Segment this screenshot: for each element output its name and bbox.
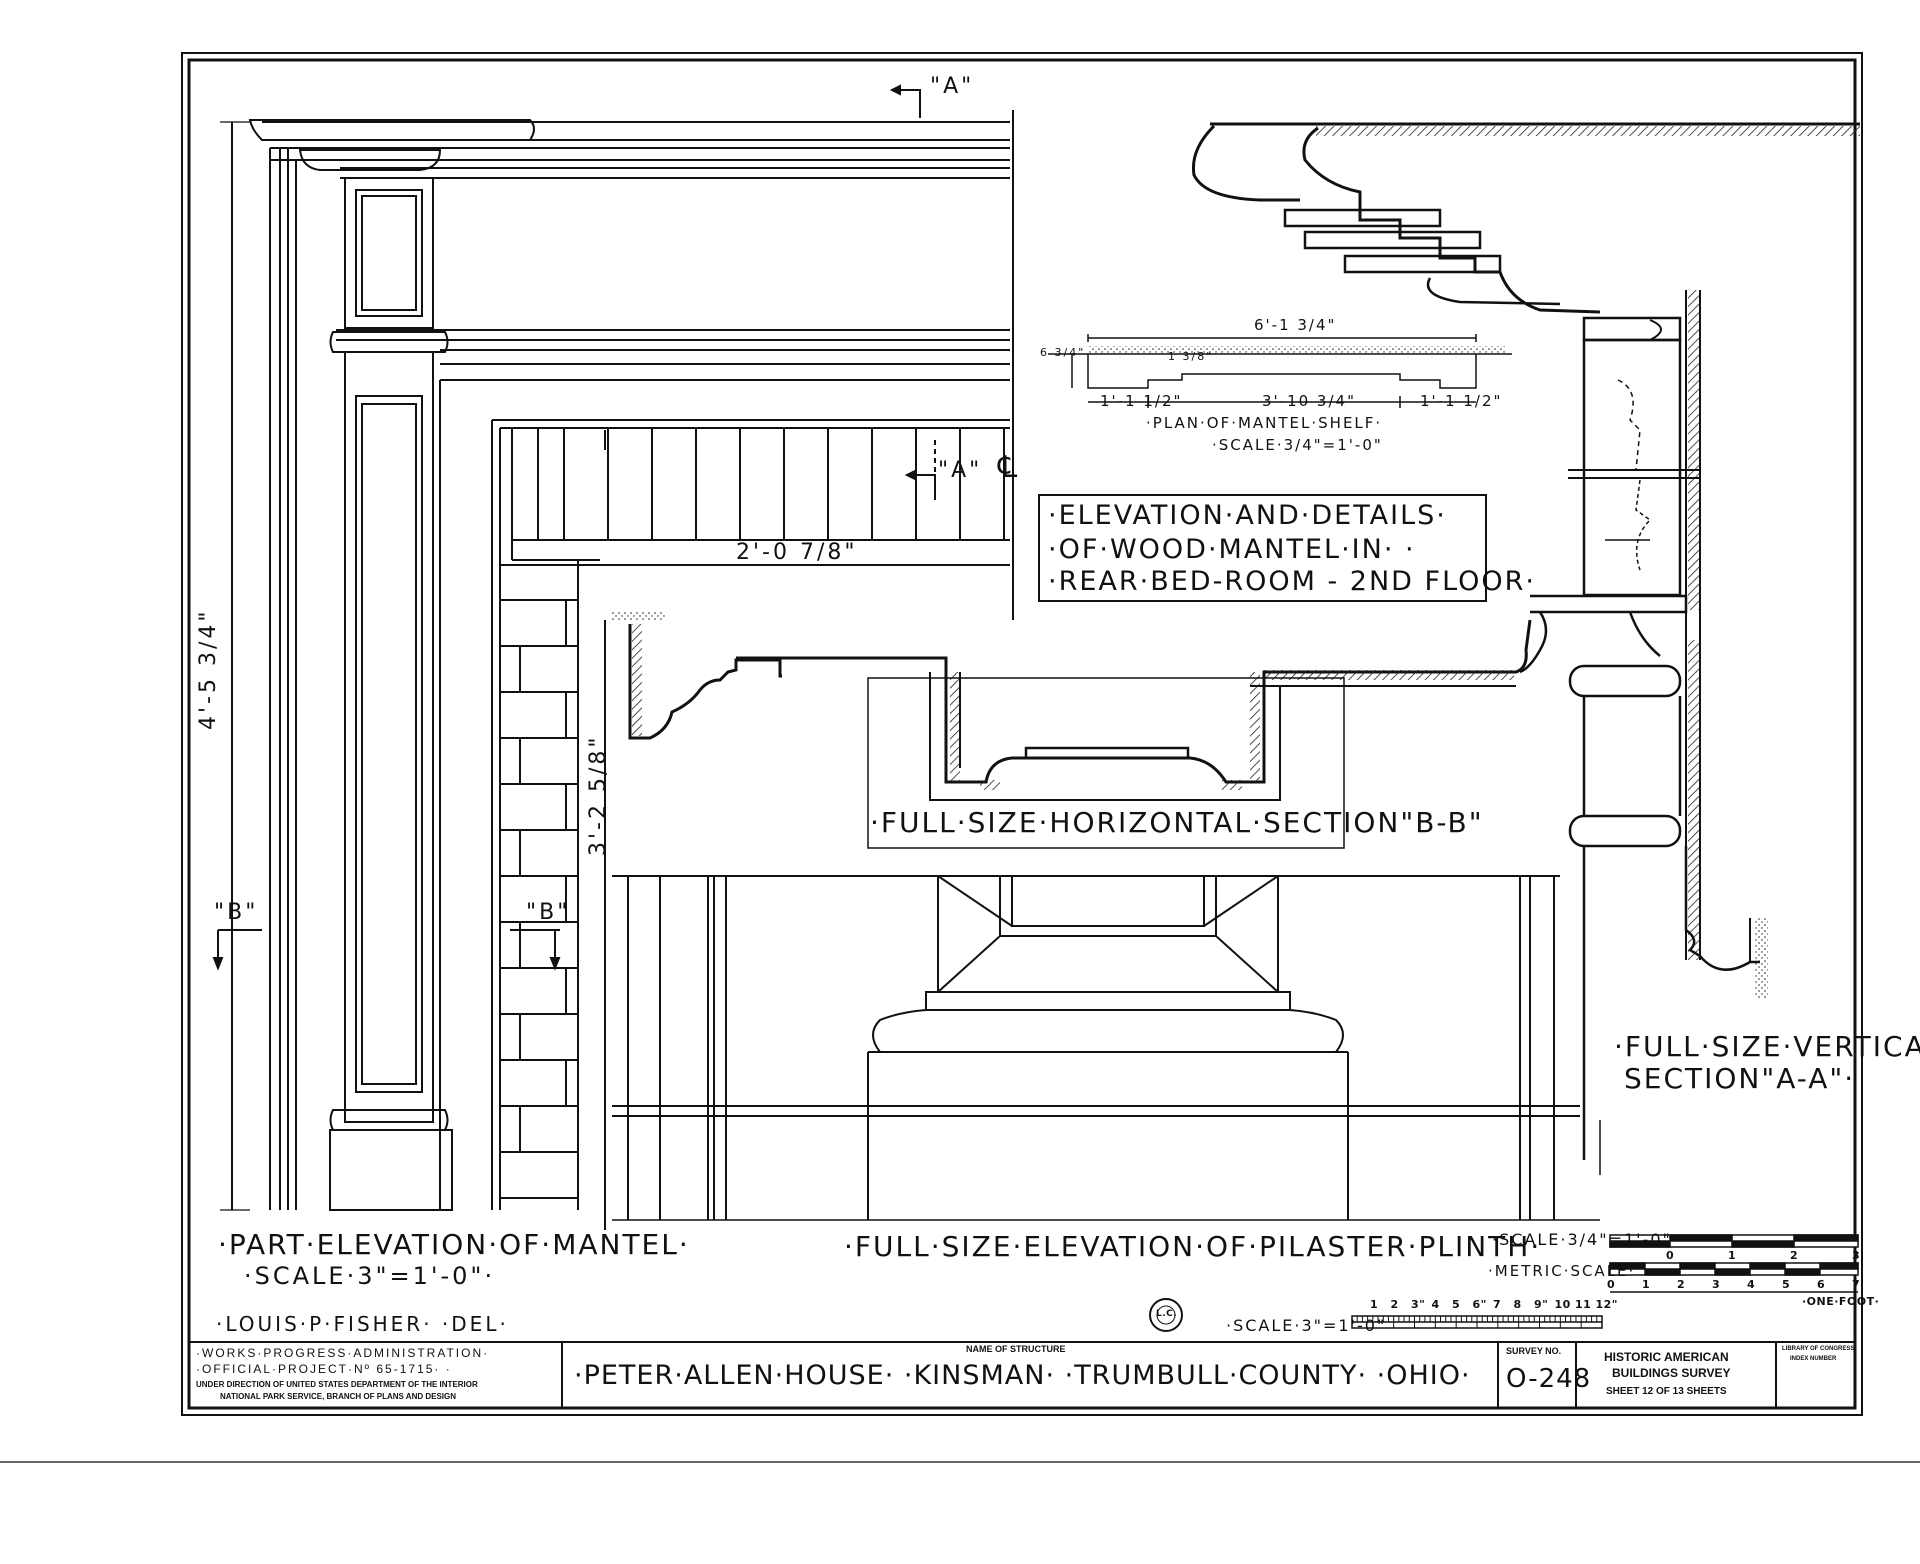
dim-shelf-thick: 1 3/8": [1168, 350, 1214, 363]
main-title-line-1: ·ELEVATION·AND·DETAILS·: [1048, 500, 1447, 531]
metric-tick-2: 2: [1677, 1278, 1686, 1291]
part-elevation-drawing: [220, 119, 1010, 1230]
part-elevation-scale: ·SCALE·3"=1'-0"·: [244, 1262, 496, 1290]
dim-shelf-right: 1'-1 1/2": [1420, 392, 1503, 410]
foot-tick-2: 2: [1790, 1249, 1799, 1262]
inner-border: [187, 58, 1857, 1410]
inch-tick-4: 5: [1452, 1298, 1461, 1311]
inch-tick-1: 2: [1390, 1298, 1399, 1311]
scale-three-inch-label: ·SCALE·3"=1'-0": [1226, 1316, 1387, 1335]
wpa-line-2: ·OFFICIAL·PROJECT·Nº 65-1715· ·: [196, 1362, 452, 1376]
inch-tick-2: 3": [1411, 1298, 1426, 1311]
metric-tick-7: 7: [1852, 1278, 1861, 1291]
foot-tick-0: 0: [1666, 1249, 1675, 1262]
horizontal-section-drawing: [612, 612, 1532, 849]
marker-a-mid: "A": [938, 458, 983, 483]
metric-tick-5: 5: [1782, 1278, 1791, 1291]
metric-tick-3: 3: [1712, 1278, 1721, 1291]
plan-shelf-title: ·PLAN·OF·MANTEL·SHELF·: [1146, 414, 1383, 432]
survey-no-label: SURVEY NO.: [1506, 1346, 1562, 1356]
loc-line-2: INDEX NUMBER: [1790, 1356, 1837, 1362]
inch-tick-7: 8: [1513, 1298, 1522, 1311]
wpa-line-1: ·WORKS·PROGRESS·ADMINISTRATION·: [196, 1346, 490, 1360]
inch-tick-6: 7: [1493, 1298, 1502, 1311]
dim-shelf-depth: 6 3/4": [1040, 346, 1086, 359]
metric-tick-0: 0: [1607, 1278, 1616, 1291]
scale-three-quarter-label: ·SCALE·3/4"=1'-0": [1492, 1230, 1672, 1249]
delineator: ·LOUIS·P·FISHER· ·DEL·: [216, 1312, 509, 1336]
dim-shelf-left: 1'-1 1/2": [1100, 392, 1183, 410]
metric-scale-label: ·METRIC·SCALE·: [1488, 1262, 1636, 1280]
inch-tick-10: 11: [1575, 1298, 1592, 1311]
main-title-line-3: ·REAR·BED-ROOM - 2ND FLOOR·: [1048, 566, 1537, 597]
stamp-text: L.C.: [1156, 1309, 1178, 1319]
vertical-section-title-2: SECTION"A-A"·: [1624, 1062, 1856, 1095]
direction-line-2: NATIONAL PARK SERVICE, BRANCH OF PLANS A…: [220, 1392, 457, 1401]
name-of-structure-label: NAME OF STRUCTURE: [966, 1344, 1066, 1354]
structure-name: ·PETER·ALLEN·HOUSE· ·KINSMAN· ·TRUMBULL·…: [574, 1360, 1471, 1391]
direction-line-1: UNDER DIRECTION OF UNITED STATES DEPARTM…: [196, 1380, 478, 1389]
plan-shelf-drawing: [1048, 334, 1512, 408]
main-title-line-2: ·OF·WOOD·MANTEL·IN· ·: [1048, 534, 1416, 565]
dim-shelf-length: 6'-1 3/4": [1254, 316, 1337, 334]
dim-shelf-mid: 3'-10 3/4": [1262, 392, 1356, 410]
metric-tick-6: 6: [1817, 1278, 1826, 1291]
inch-scale-ticks: [1351, 1316, 1603, 1328]
plan-shelf-scale: ·SCALE·3/4"=1'-0": [1212, 436, 1383, 454]
habs-line-2: BUILDINGS SURVEY: [1612, 1366, 1731, 1380]
loc-line-1: LIBRARY OF CONGRESS: [1782, 1346, 1855, 1352]
centerline-symbol: ℄: [998, 450, 1020, 485]
vertical-section-drawing: [1191, 122, 1860, 1175]
vertical-section-title-1: ·FULL·SIZE·VERTICAL·: [1614, 1030, 1920, 1063]
dim-opening-height: 3'-2 5/8": [586, 734, 611, 857]
inch-tick-0: 1: [1370, 1298, 1379, 1311]
foot-tick-1: 1: [1728, 1249, 1737, 1262]
metric-tick-1: 1: [1642, 1278, 1651, 1291]
marker-b-left: "B": [214, 900, 259, 925]
outer-border: [181, 52, 1863, 1416]
dim-opening-width: 2'-0 7/8": [736, 540, 858, 565]
inch-tick-9: 10: [1554, 1298, 1571, 1311]
sheet-number: SHEET 12 OF 13 SHEETS: [1606, 1386, 1727, 1397]
habs-line-1: HISTORIC AMERICAN: [1604, 1350, 1729, 1364]
plinth-elevation-title: ·FULL·SIZE·ELEVATION·OF·PILASTER·PLINTH·: [844, 1230, 1542, 1263]
survey-number: O-248: [1506, 1364, 1592, 1394]
one-foot-label: ·ONE·FOOT·: [1802, 1295, 1880, 1308]
inch-tick-3: 4: [1431, 1298, 1440, 1311]
title-block: [188, 1341, 1856, 1409]
marker-a-top: "A": [930, 74, 975, 99]
inch-tick-8: 9": [1534, 1298, 1549, 1311]
part-elevation-title: ·PART·ELEVATION·OF·MANTEL·: [218, 1228, 690, 1261]
foot-tick-3: 3: [1852, 1249, 1861, 1262]
dim-overall-height: 4'-5 3/4": [196, 608, 221, 731]
inch-tick-5: 6": [1472, 1298, 1487, 1311]
inch-tick-11: 12": [1595, 1298, 1619, 1311]
plinth-elevation-drawing: [612, 875, 1600, 1221]
library-stamp: [1149, 1298, 1183, 1332]
section-arrows: [212, 84, 1014, 971]
marker-b-mid: "B": [526, 900, 571, 925]
main-title-box: ·ELEVATION·AND·DETAILS· ·OF·WOOD·MANTEL·…: [1038, 494, 1534, 602]
horizontal-section-title: ·FULL·SIZE·HORIZONTAL·SECTION"B-B": [870, 806, 1484, 839]
metric-tick-4: 4: [1747, 1278, 1756, 1291]
